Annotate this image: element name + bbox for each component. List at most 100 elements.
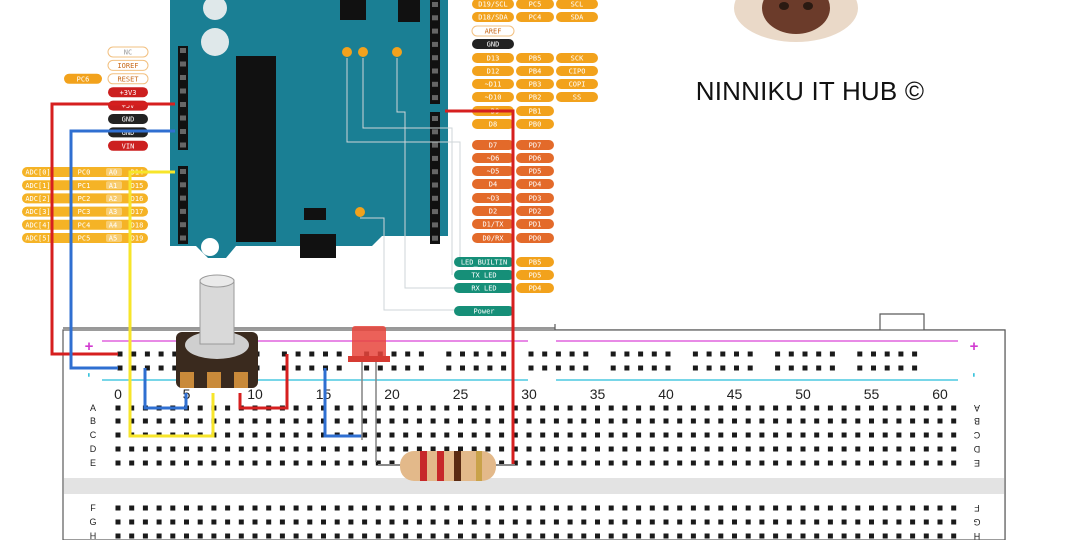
pin-port-d19-scl-text: PC5	[529, 1, 542, 9]
pin-label--d3-text: ~D3	[487, 195, 500, 203]
pin-label-d8: D8	[472, 119, 514, 129]
column-number: 60	[932, 386, 948, 402]
pin-label--d6: ~D6	[472, 153, 514, 163]
led-label-tx-led-text: TX LED	[471, 272, 496, 280]
pin-label--d11-text: ~D11	[485, 81, 502, 89]
row-label-right: E	[974, 458, 980, 468]
pin-label-aref: AREF	[471, 25, 515, 37]
usb-chip	[340, 0, 366, 20]
pin-port-d2: PD2	[516, 206, 554, 216]
pin-label-gnd: GND	[472, 39, 514, 49]
led-label-led-builtin: LED_BUILTIN	[454, 257, 514, 267]
pin-port--d9: PB1	[516, 106, 554, 116]
resistor	[378, 451, 515, 481]
pin-func--d11: COPI	[556, 79, 598, 89]
pin-port-d8: PB0	[516, 119, 554, 129]
row-label-left: H	[90, 531, 97, 540]
led-power-icon	[355, 207, 365, 217]
plus-rail-sign: +	[970, 338, 979, 355]
row-label-left: D	[90, 444, 97, 454]
analog-pin-adc-text: ADC[5]	[25, 235, 50, 243]
red-led	[348, 326, 390, 462]
analog-pin-adc-text: ADC[1]	[25, 182, 50, 190]
led-label-power: Power	[454, 306, 514, 316]
pin-port--d5-text: PD5	[529, 168, 542, 176]
wire-gnd	[69, 129, 175, 370]
pin-label--d10: ~D10	[472, 92, 514, 102]
brand-text: NINNIKU IT HUB ©	[695, 76, 925, 106]
column-number: 35	[590, 386, 606, 402]
pin-label-gnd-text: GND	[487, 41, 500, 49]
analog-pin-port-text: PC2	[78, 195, 91, 203]
pin-port--d5: PD5	[516, 166, 554, 176]
analog-pin-port-text: PC0	[78, 169, 91, 177]
pin-port-d4: PD4	[516, 179, 554, 189]
led-l-icon	[342, 47, 352, 57]
pin-func--d10-text: SS	[573, 94, 581, 102]
pin-label-d19-scl: D19/SCL	[472, 0, 514, 9]
pin-port--d6-text: PD6	[529, 155, 542, 163]
pin-label-d18-sda: D18/SDA	[472, 12, 514, 22]
pin-port-d0-rx-text: PD0	[529, 235, 542, 243]
pin-label--d6-text: ~D6	[487, 155, 500, 163]
led-port-led-builtin: PB5	[516, 257, 554, 267]
row-label-right: H	[974, 531, 981, 540]
wire-a0	[128, 170, 215, 438]
pin-label-gnd-text: GND	[122, 129, 135, 137]
pin-port-d0-rx: PD0	[516, 233, 554, 243]
pin-label-vin-text: VIN	[122, 142, 135, 150]
column-number: 45	[727, 386, 743, 402]
pin-label-reset-text: RESET	[117, 75, 139, 83]
column-number: 0	[114, 386, 122, 402]
analog-pin-d-text: D15	[131, 182, 144, 190]
row-label-right: C	[973, 430, 980, 440]
pin-label-d0-rx: D0/RX	[472, 233, 514, 243]
pin-label-d7: D7	[472, 140, 514, 150]
pin-port-d2-text: PD2	[529, 208, 542, 216]
pin-label-d0-rx-text: D0/RX	[482, 235, 504, 243]
pin-func--d11-text: COPI	[569, 81, 586, 89]
pin-label-gnd-text: GND	[122, 116, 135, 124]
pin-port-d13-text: PB5	[529, 55, 542, 63]
row-label-left: F	[90, 503, 96, 513]
pin-func-d18-sda: SDA	[556, 12, 598, 22]
pin-label--3v3: +3V3	[108, 87, 148, 98]
pin-label-nc: NC	[107, 46, 149, 58]
pin-label-d7-text: D7	[489, 142, 497, 150]
pin-label-vin: VIN	[108, 140, 148, 151]
pin-label-d4: D4	[472, 179, 514, 189]
pin-label-d12-text: D12	[487, 68, 500, 76]
pin-label-reset: RESET	[107, 73, 149, 85]
analog-pin-adc-text: ADC[4]	[25, 221, 50, 229]
pin-label-d13: D13	[472, 53, 514, 63]
analog-pin-a-text: A4	[109, 221, 117, 229]
wire-5v	[50, 102, 175, 356]
plus-rail-sign: +	[85, 338, 94, 355]
wire-pot-5v	[238, 354, 289, 410]
column-number: 30	[521, 386, 537, 402]
pin-port-d4-text: PD4	[529, 181, 542, 189]
row-label-left: A	[90, 403, 96, 413]
pin-port-d7-text: PD7	[529, 142, 542, 150]
row-label-right: D	[973, 444, 980, 454]
pin-label--d10-text: ~D10	[485, 94, 502, 102]
pin-func--d10: SS	[556, 92, 598, 102]
pin-label--d11: ~D11	[472, 79, 514, 89]
analog-pin-d-text: D18	[131, 221, 144, 229]
pin-label-d8-text: D8	[489, 121, 497, 129]
led-tx-icon	[358, 47, 368, 57]
analog-pin-port-text: PC3	[78, 208, 91, 216]
led-port-tx-led-text: PD5	[529, 272, 542, 280]
column-number: 55	[864, 386, 880, 402]
analog-pin-adc-text: ADC[0]	[25, 169, 50, 177]
pin-port--d6: PD6	[516, 153, 554, 163]
pin-port-d19-scl: PC5	[516, 0, 554, 9]
column-number: 10	[247, 386, 263, 402]
wire-led-gnd	[323, 368, 362, 438]
analog-pin-d-text: D19	[131, 235, 144, 243]
pin-port--d3: PD3	[516, 193, 554, 203]
pin-port-d18-sda-text: PC4	[529, 14, 542, 22]
pin-label-d2: D2	[472, 206, 514, 216]
